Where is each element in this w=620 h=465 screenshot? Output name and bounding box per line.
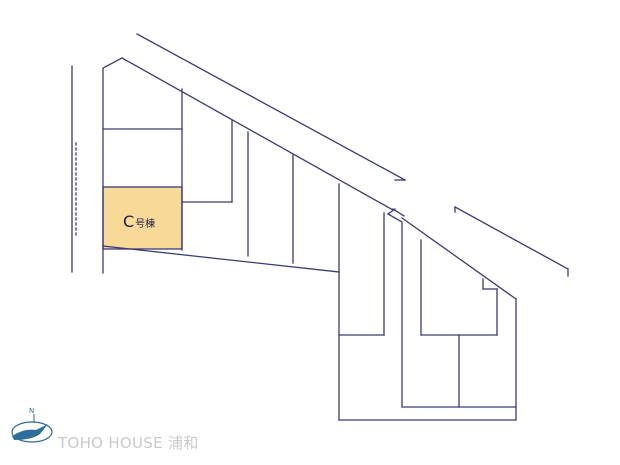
lot-label-suffix: 号棟: [135, 217, 155, 230]
site-boundary-northeast: [121, 57, 394, 211]
compass-north-letter: N: [29, 407, 34, 415]
site-boundary-notch-2: [387, 213, 403, 223]
east-road-edge: [454, 206, 569, 270]
compass-icon: N: [11, 407, 53, 443]
site-boundary-south: [102, 245, 340, 273]
lot-label: C号棟: [123, 212, 155, 231]
highlighted-lot[interactable]: [102, 186, 183, 250]
site-boundary-notch-3: [392, 208, 405, 217]
brand-name: TOHO HOUSE 浦和: [57, 434, 199, 452]
northeast-road-edge: [136, 33, 406, 181]
site-boundary-east-diagonal: [401, 217, 517, 300]
site-boundary-west: [102, 57, 123, 274]
lot-label-letter: C: [123, 212, 134, 231]
